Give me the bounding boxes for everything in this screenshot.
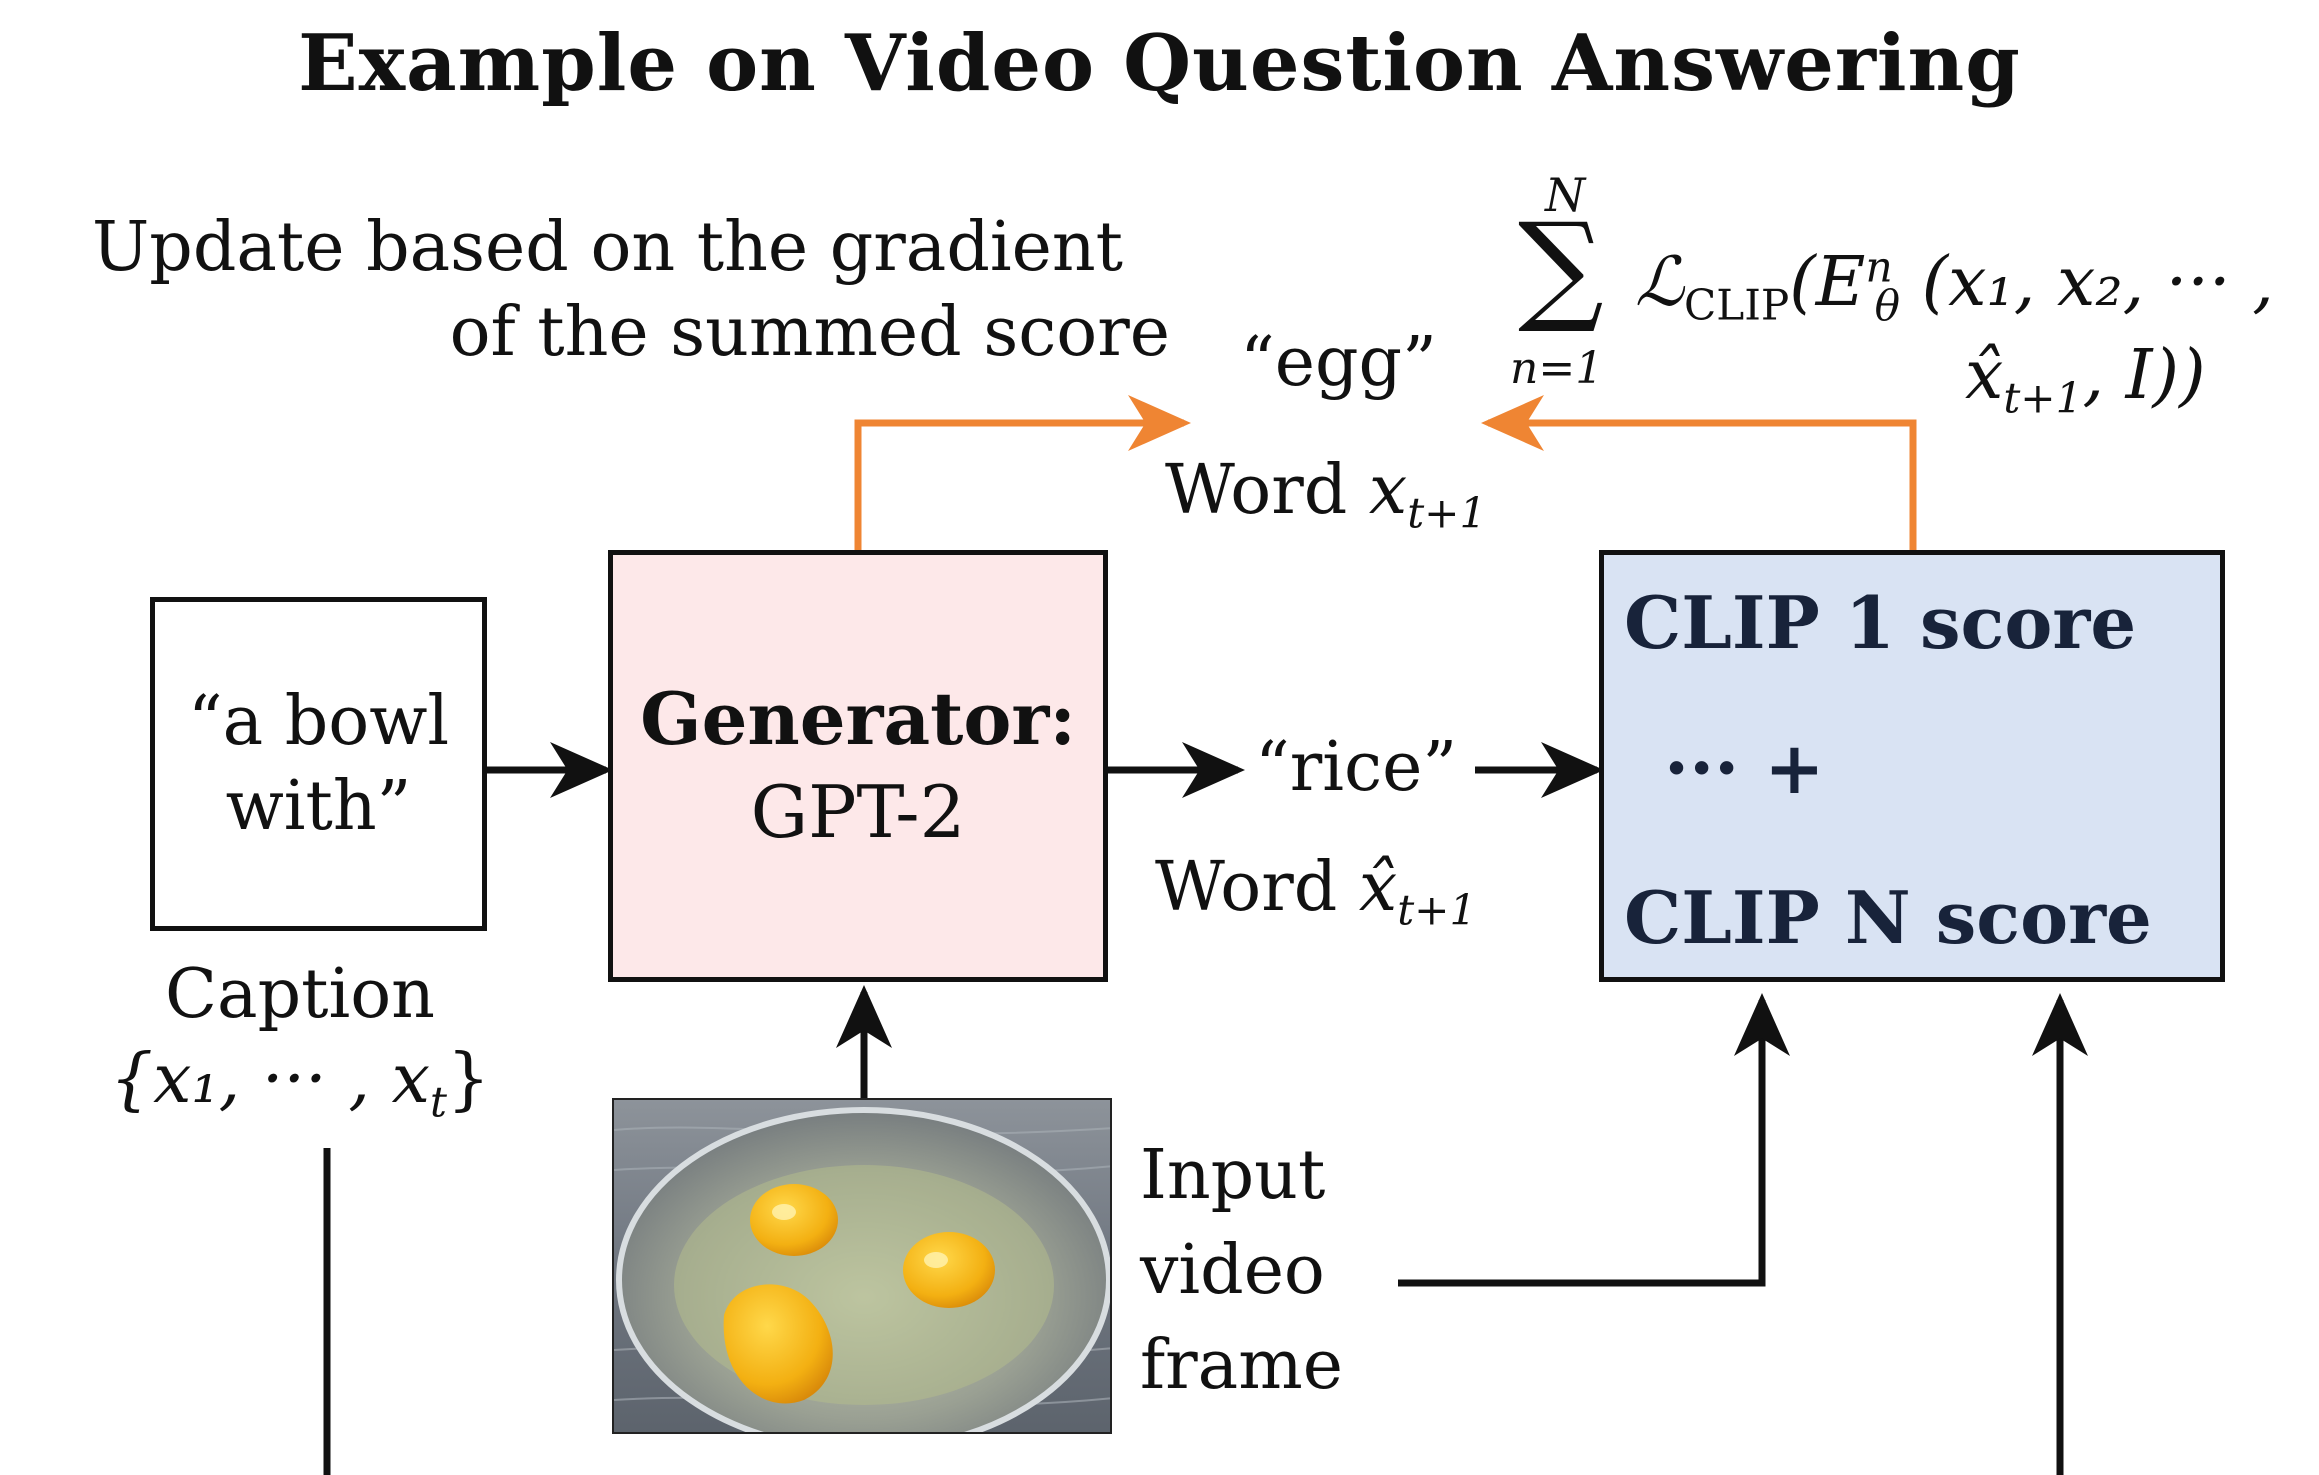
sum-lower-limit: n=1 xyxy=(1510,343,1604,394)
caption-box-line-2: with” xyxy=(225,767,412,846)
caption-set-close: } xyxy=(446,1040,491,1119)
clip-last-score: CLIP N score xyxy=(1624,875,2152,960)
caption-box: “a bowl with” xyxy=(150,597,487,931)
video-frame-image xyxy=(612,1098,1112,1434)
word-top-var: x xyxy=(1368,451,1408,530)
word-bottom-var: x̂ xyxy=(1358,848,1398,927)
generator-box: Generator: GPT-2 xyxy=(608,550,1108,982)
loss-formula: N ∑ n=1 ℒCLIP(Enθ (x₁, x₂, ··· , x̂t+1, … xyxy=(1500,168,2310,428)
update-note-line-1: Update based on the gradient xyxy=(92,208,1123,287)
word-bottom-subscript: t+1 xyxy=(1397,885,1477,935)
arrow-caption-to-clip xyxy=(323,993,2088,1475)
formula-arguments: (x₁, x₂, ··· , xyxy=(1899,243,2274,322)
loss-symbol: ℒ xyxy=(1635,243,1684,322)
word-bottom-label: Word x̂t+1 xyxy=(1155,845,1476,937)
update-note: Update based on the gradient of the summ… xyxy=(70,205,1170,375)
clip-ellipsis-plus: ··· + xyxy=(1664,725,1825,810)
rice-word: “rice” xyxy=(1255,728,1458,807)
update-note-line-2: of the summed score xyxy=(449,293,1170,372)
word-bottom-text: Word xyxy=(1155,848,1359,927)
loss-subscript: CLIP xyxy=(1683,280,1790,330)
generator-model: GPT-2 xyxy=(750,770,966,854)
caption-label-set: {x₁, ··· , xt} xyxy=(60,1037,540,1129)
clip-score-box: CLIP 1 score ··· + CLIP N score xyxy=(1599,550,2225,982)
formula-line-1: ℒCLIP(Enθ (x₁, x₂, ··· , xyxy=(1635,240,2274,332)
sum-symbol: ∑ xyxy=(1518,198,1604,337)
formula-xhat-subscript: t+1 xyxy=(2003,373,2083,423)
egg-bowl-illustration xyxy=(614,1100,1110,1432)
caption-label-title: Caption xyxy=(165,955,435,1034)
caption-label: Caption {x₁, ··· , xt} xyxy=(60,952,540,1129)
caption-box-line-1: “a bowl xyxy=(187,682,450,761)
orange-arrow-generator-to-egg xyxy=(854,395,1191,550)
formula-closing: , I)) xyxy=(2082,336,2206,415)
arrow-frame-to-clip xyxy=(1398,993,1790,1287)
formula-line-2: x̂t+1, I)) xyxy=(1965,333,2206,425)
diagram-title: Example on Video Question Answering xyxy=(298,18,2021,109)
orange-arrow-clip-to-formula xyxy=(1481,395,1917,550)
egg-word: “egg” xyxy=(1240,323,1437,402)
caption-set-subscript: t xyxy=(429,1077,447,1127)
generator-title: Generator: xyxy=(640,676,1076,762)
word-top-text: Word xyxy=(1165,451,1369,530)
input-frame-label: Input video frame xyxy=(1140,1128,1343,1414)
encoder-symbol: (E xyxy=(1789,243,1866,322)
caption-set-elements: {x₁, ··· , x xyxy=(109,1040,430,1119)
encoder-subscript: θ xyxy=(1874,280,1900,330)
sum-upper-limit: N xyxy=(1545,168,1586,222)
input-frame-line-2: video xyxy=(1140,1231,1325,1311)
input-frame-line-3: frame xyxy=(1140,1326,1343,1406)
formula-xhat: x̂ xyxy=(1965,336,2004,415)
word-top-subscript: t+1 xyxy=(1407,488,1487,538)
word-top-label: Word xt+1 xyxy=(1165,448,1486,540)
encoder-superscript: n xyxy=(1865,242,1893,292)
clip-first-score: CLIP 1 score xyxy=(1624,580,2137,665)
input-frame-line-1: Input xyxy=(1140,1136,1326,1215)
